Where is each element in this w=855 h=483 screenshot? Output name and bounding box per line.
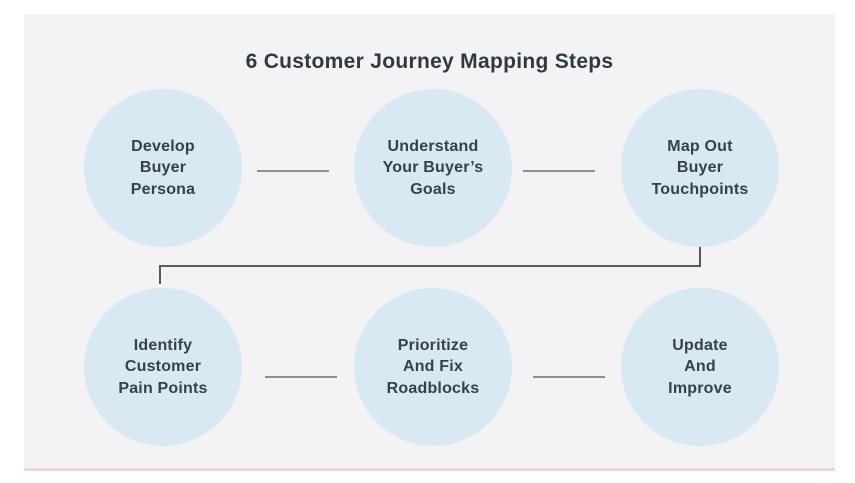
bottom-accent-line [24, 468, 835, 471]
step-2-label: Understand Your Buyer’s Goals [382, 137, 484, 198]
step-circle-3: Map Out Buyer Touchpoints [621, 89, 779, 247]
step-3-label: Map Out Buyer Touchpoints [651, 137, 749, 198]
step-6-label: Update And Improve [668, 336, 732, 397]
step-circle-6: Update And Improve [621, 288, 779, 446]
step-circle-4: Identify Customer Pain Points [84, 288, 242, 446]
arrow-step3-to-step4-elbow [159, 243, 701, 284]
step-circle-5: Prioritize And Fix Roadblocks [354, 288, 512, 446]
flow-connectors [159, 170, 701, 378]
step-5-label: Prioritize And Fix Roadblocks [386, 336, 480, 397]
step-circle-1: Develop Buyer Persona [84, 89, 242, 247]
step-circle-2: Understand Your Buyer’s Goals [354, 89, 512, 247]
diagram-title: 6 Customer Journey Mapping Steps [245, 50, 614, 73]
step-4-label: Identify Customer Pain Points [118, 336, 208, 397]
infographic-slide: 6 Customer Journey Mapping Steps Develop… [24, 14, 835, 471]
step-1-label: Develop Buyer Persona [130, 137, 196, 198]
